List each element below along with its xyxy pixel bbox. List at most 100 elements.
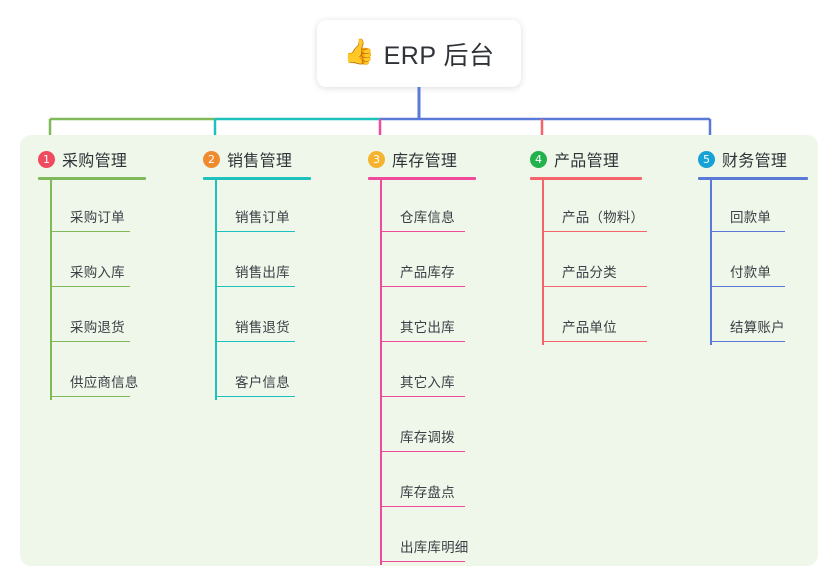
branch-spine	[215, 180, 217, 400]
leaf-rule	[380, 340, 465, 342]
leaf-rule	[380, 285, 465, 287]
leaf-label: 仓库信息	[400, 210, 455, 225]
column-title: 产品管理	[554, 153, 620, 170]
leaf-item[interactable]: 其它入库	[368, 345, 476, 400]
leaf-label: 产品单位	[562, 320, 617, 335]
column-3: 3 库存管理仓库信息产品库存其它出库其它入库库存调拨库存盘点出库库明细	[368, 147, 476, 565]
leaf-rule	[710, 230, 785, 232]
leaf-rule	[380, 450, 465, 452]
leaf-rule	[710, 285, 785, 287]
thumbs-up-icon: 👍	[343, 38, 375, 66]
leaf-rule	[380, 560, 465, 562]
leaf-label: 结算账户	[730, 320, 785, 335]
column-number-badge: 2	[203, 150, 220, 168]
column-header[interactable]: 4 产品管理	[530, 147, 642, 171]
column-title: 销售管理	[227, 153, 293, 170]
column-branch: 回款单付款单结算账户	[698, 180, 808, 345]
leaf-rule	[215, 395, 295, 397]
leaf-item[interactable]: 库存盘点	[368, 455, 476, 510]
column-header[interactable]: 3 库存管理	[368, 147, 476, 171]
column-title: 库存管理	[392, 153, 458, 170]
leaf-label: 销售出库	[235, 265, 290, 280]
leaf-label: 产品分类	[562, 265, 617, 280]
leaf-label: 回款单	[730, 210, 772, 225]
leaf-rule	[380, 230, 465, 232]
leaf-item[interactable]: 产品分类	[530, 235, 647, 290]
leaf-item[interactable]: 采购入库	[38, 235, 146, 290]
column-5: 5 财务管理回款单付款单结算账户	[698, 147, 808, 345]
leaf-label: 销售订单	[235, 210, 290, 225]
leaf-item[interactable]: 产品单位	[530, 290, 647, 345]
leaf-label: 采购退货	[70, 320, 125, 335]
leaf-item[interactable]: 销售订单	[203, 180, 311, 235]
column-header[interactable]: 2 销售管理	[203, 147, 311, 171]
leaf-item[interactable]: 销售退货	[203, 290, 311, 345]
leaf-item[interactable]: 产品（物料）	[530, 180, 647, 235]
column-header-rule	[203, 177, 311, 180]
leaf-label: 出库库明细	[400, 540, 469, 555]
leaf-item[interactable]: 供应商信息	[38, 345, 146, 400]
leaf-rule	[542, 340, 647, 342]
leaf-rule	[380, 505, 465, 507]
column-header-rule	[698, 177, 808, 180]
column-title: 财务管理	[722, 153, 788, 170]
leaf-label: 其它入库	[400, 375, 455, 390]
column-header-rule	[368, 177, 476, 180]
leaf-rule	[380, 395, 465, 397]
leaf-item[interactable]: 客户信息	[203, 345, 311, 400]
leaf-label: 其它出库	[400, 320, 455, 335]
leaf-label: 产品库存	[400, 265, 455, 280]
column-branch: 销售订单销售出库销售退货客户信息	[203, 180, 311, 400]
column-1: 1 采购管理采购订单采购入库采购退货供应商信息	[38, 147, 146, 400]
leaf-item[interactable]: 产品库存	[368, 235, 476, 290]
leaf-label: 付款单	[730, 265, 772, 280]
column-header-rule	[530, 177, 642, 180]
leaf-item[interactable]: 库存调拨	[368, 400, 476, 455]
leaf-label: 销售退货	[235, 320, 290, 335]
leaf-item[interactable]: 出库库明细	[368, 510, 476, 565]
leaf-rule	[50, 395, 130, 397]
column-header-rule	[38, 177, 146, 180]
leaf-label: 库存盘点	[400, 485, 455, 500]
leaf-item[interactable]: 其它出库	[368, 290, 476, 345]
column-number-badge: 1	[38, 150, 55, 168]
leaf-rule	[50, 340, 130, 342]
column-number-badge: 3	[368, 150, 385, 168]
column-header[interactable]: 1 采购管理	[38, 147, 146, 171]
leaf-rule	[710, 340, 785, 342]
leaf-item[interactable]: 销售出库	[203, 235, 311, 290]
branch-spine	[542, 180, 544, 345]
leaf-label: 产品（物料）	[562, 210, 645, 225]
leaf-rule	[542, 230, 647, 232]
leaf-item[interactable]: 付款单	[698, 235, 808, 290]
branch-spine	[710, 180, 712, 345]
branch-spine	[50, 180, 52, 400]
leaf-item[interactable]: 采购订单	[38, 180, 146, 235]
leaf-label: 采购入库	[70, 265, 125, 280]
column-title: 采购管理	[62, 153, 128, 170]
leaf-label: 库存调拨	[400, 430, 455, 445]
column-branch: 采购订单采购入库采购退货供应商信息	[38, 180, 146, 400]
column-branch: 产品（物料） 产品分类产品单位	[530, 180, 647, 345]
column-4: 4 产品管理产品（物料） 产品分类产品单位	[530, 147, 647, 345]
column-number-badge: 5	[698, 150, 715, 168]
mindmap-panel: 1 采购管理采购订单采购入库采购退货供应商信息 2 销售管理销售订单销售出库销售退货客…	[20, 135, 818, 566]
leaf-rule	[215, 340, 295, 342]
leaf-label: 供应商信息	[70, 375, 139, 390]
branch-spine	[380, 180, 382, 565]
root-title-card[interactable]: 👍 ERP 后台	[317, 20, 521, 87]
leaf-rule	[215, 285, 295, 287]
leaf-rule	[215, 230, 295, 232]
leaf-item[interactable]: 采购退货	[38, 290, 146, 345]
connector-lines	[48, 87, 712, 140]
leaf-item[interactable]: 回款单	[698, 180, 808, 235]
leaf-item[interactable]: 结算账户	[698, 290, 808, 345]
leaf-label: 采购订单	[70, 210, 125, 225]
column-header[interactable]: 5 财务管理	[698, 147, 808, 171]
root-title-text: ERP 后台	[383, 41, 495, 70]
column-branch: 仓库信息产品库存其它出库其它入库库存调拨库存盘点出库库明细	[368, 180, 476, 565]
column-number-badge: 4	[530, 150, 547, 168]
leaf-item[interactable]: 仓库信息	[368, 180, 476, 235]
leaf-label: 客户信息	[235, 375, 290, 390]
leaf-rule	[50, 285, 130, 287]
